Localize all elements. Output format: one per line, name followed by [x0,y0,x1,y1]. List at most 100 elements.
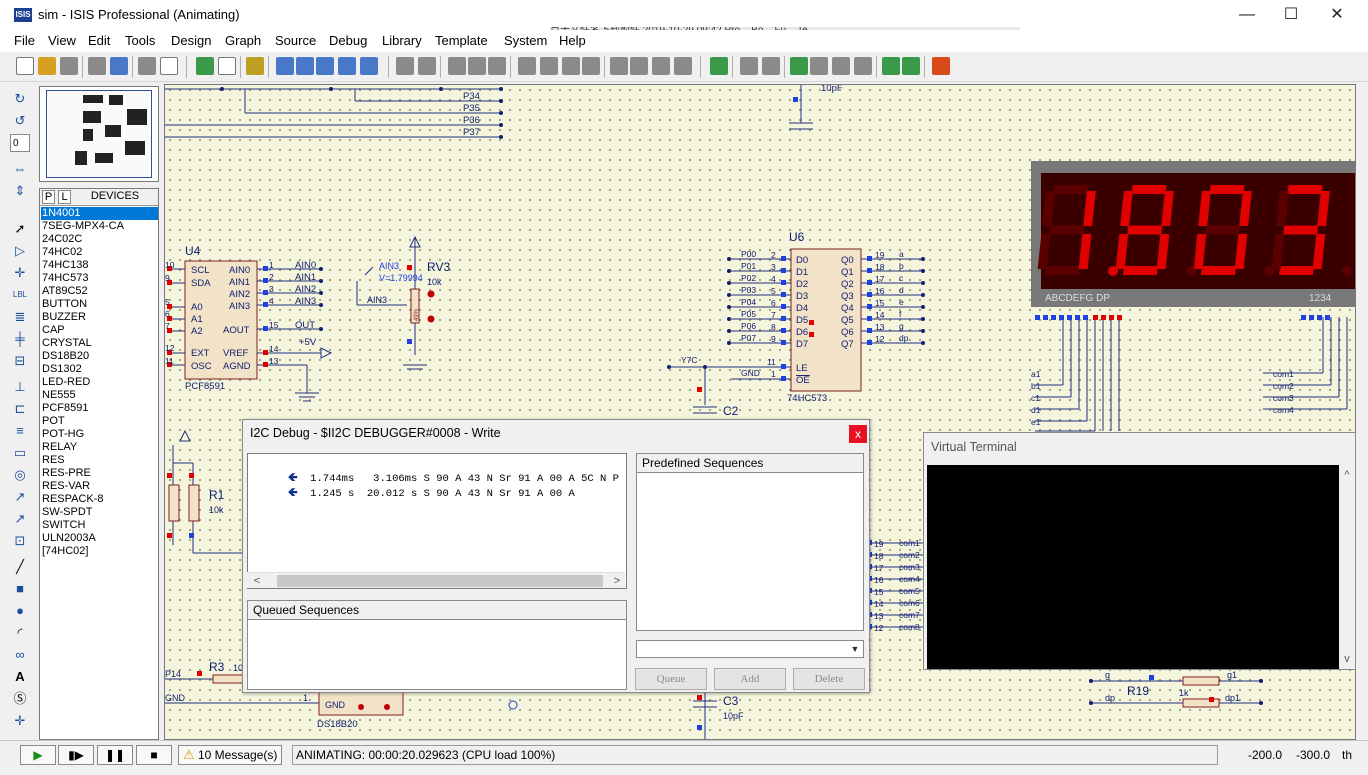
queue-button[interactable]: Queue [635,668,707,690]
block-copy-icon[interactable] [518,57,536,75]
device-item-led-red[interactable]: LED-RED [42,376,91,388]
device-pins-icon[interactable]: ⊏ [14,401,26,416]
device-item-respack-8[interactable]: RESPACK-8 [42,493,104,505]
scroll-left-icon[interactable]: < [253,575,261,587]
menu-system[interactable]: System [504,33,548,48]
wire-autorouter-icon[interactable] [710,57,728,75]
text-script-icon[interactable]: ≣ [14,309,26,324]
menu-template[interactable]: Template [435,33,488,48]
new-sheet-icon[interactable] [790,57,808,75]
overview-window[interactable] [39,86,159,182]
tape-recorder-icon[interactable]: ▭ [13,445,27,460]
canvas-vertical-scrollbar[interactable] [1356,84,1368,740]
menu-edit[interactable]: Edit [88,33,111,48]
electrical-check-icon[interactable] [882,57,900,75]
new-file-icon[interactable] [16,57,34,75]
messages-button[interactable]: ⚠ 10 Message(s) [178,745,282,765]
make-device-icon[interactable] [630,57,648,75]
device-item-pcf8591[interactable]: PCF8591 [42,402,89,414]
block-delete-icon[interactable] [582,57,600,75]
block-rotate-icon[interactable] [562,57,580,75]
close-button[interactable]: ✕ [1330,6,1344,23]
device-item-74hc138[interactable]: 74HC138 [42,259,89,271]
device-item-res-var[interactable]: RES-VAR [42,480,91,492]
i2c-dialog-close-button[interactable]: x [849,425,867,443]
menu-library[interactable]: Library [382,33,422,48]
predefined-sequences-list[interactable] [636,473,864,631]
decompose-icon[interactable] [674,57,692,75]
library-manager-button[interactable]: L [58,190,71,204]
virtual-instruments-icon[interactable]: ⊡ [14,533,26,548]
device-item-1n4001[interactable]: 1N4001 [41,207,158,220]
device-item-pot[interactable]: POT [42,415,65,427]
device-item-sw-spdt[interactable]: SW-SPDT [42,506,93,518]
sequence-combo[interactable]: ▼ [636,640,864,658]
menu-source[interactable]: Source [275,33,317,48]
zoom-area-icon[interactable] [360,57,378,75]
step-button[interactable]: ▮▶ [58,745,94,765]
device-item-res[interactable]: RES [42,454,65,466]
remove-sheet-icon[interactable] [810,57,828,75]
device-item-pot-hg[interactable]: POT-HG [42,428,85,440]
terminals-icon[interactable]: ⊥ [14,379,26,394]
device-item-ds18b20[interactable]: DS18B20 [42,350,90,362]
device-item-res-pre[interactable]: RES-PRE [42,467,91,479]
chevron-down-icon[interactable]: ▼ [850,644,860,654]
cut-icon[interactable] [448,57,466,75]
symbol-icon[interactable]: Ⓢ [13,691,27,706]
menu-tools[interactable]: Tools [125,33,156,48]
device-item-at89c52[interactable]: AT89C52 [42,285,88,297]
device-item-buzzer[interactable]: BUZZER [42,311,86,323]
current-probe-icon[interactable]: ↗ [14,511,26,526]
delete-button[interactable]: Delete [793,668,865,690]
menu-design[interactable]: Design [171,33,212,48]
path-draw-icon[interactable]: ∞ [15,647,25,662]
device-item-relay[interactable]: RELAY [42,441,78,453]
maximize-button[interactable]: ☐ [1283,6,1299,23]
refresh-icon[interactable] [196,57,214,75]
device-item-74hc02[interactable]: 74HC02 [42,246,83,258]
flip-horizontal-icon[interactable]: ⇔ [13,161,27,176]
log-row[interactable]: 🡸 1.744ms 3.106ms S 90 A 43 N Sr 91 A 00… [250,456,619,485]
buses-icon[interactable]: ╪ [15,331,25,346]
circle-draw-icon[interactable]: ● [16,603,24,618]
menu-graph[interactable]: Graph [225,33,262,48]
device-item-74hc02-bracket[interactable]: [74HC02] [42,545,89,557]
minimize-button[interactable]: — [1239,6,1255,23]
print-icon[interactable] [138,57,156,75]
terminal-screen[interactable] [927,465,1339,669]
zoom-out-icon[interactable] [316,57,334,75]
menu-file[interactable]: File [14,33,35,48]
terminal-scrollbar[interactable]: ^ v [1339,465,1355,669]
print-area-icon[interactable] [160,57,178,75]
copy-icon[interactable] [468,57,486,75]
selection-mode-icon[interactable]: ➚ [14,221,26,236]
menu-debug[interactable]: Debug [329,33,368,48]
text-draw-icon[interactable]: A [15,669,25,684]
property-assign-icon[interactable] [762,57,780,75]
paste-icon[interactable] [488,57,506,75]
device-item-button[interactable]: BUTTON [42,298,88,310]
device-item-7seg[interactable]: 7SEG-MPX4-CA [42,220,124,232]
package-tool-icon[interactable] [652,57,670,75]
device-item-crystal[interactable]: CRYSTAL [42,337,92,349]
netlist-icon[interactable] [902,57,920,75]
rotation-angle-input[interactable]: 0 [10,134,30,152]
wire-label-icon[interactable]: LBL [12,290,28,299]
ares-icon[interactable] [932,57,950,75]
grid-icon[interactable] [218,57,236,75]
scroll-right-icon[interactable]: > [613,575,621,587]
save-icon[interactable] [60,57,78,75]
log-row[interactable]: 🡸 1.245 s 20.012 s S 90 A 43 N Sr 91 A 0… [250,471,575,500]
line-draw-icon[interactable]: ╱ [16,559,24,574]
device-item-switch[interactable]: SWITCH [42,519,86,531]
box-draw-icon[interactable]: ■ [16,581,24,596]
menu-view[interactable]: View [48,33,76,48]
device-item-ds1302[interactable]: DS1302 [42,363,82,375]
device-item-cap[interactable]: CAP [42,324,65,336]
component-mode-icon[interactable]: ▷ [15,243,25,258]
log-scroll-thumb[interactable] [277,575,603,587]
device-item-ne555[interactable]: NE555 [42,389,76,401]
export-icon[interactable] [110,57,128,75]
exit-to-parent-icon[interactable] [832,57,850,75]
